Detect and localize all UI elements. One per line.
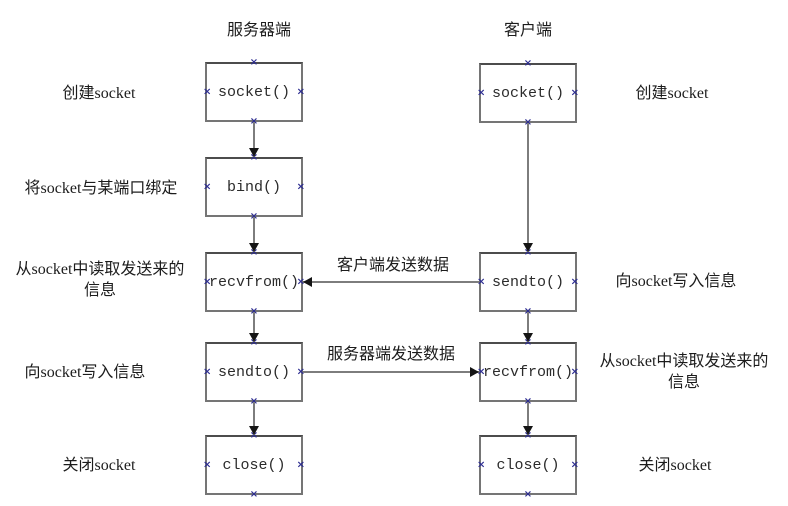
client-label-create-socket: 创建socket	[635, 85, 709, 102]
arrow-down-icon	[249, 122, 259, 157]
anchor-x-icon: ×	[249, 489, 259, 500]
arrow-right-server-sends-icon	[303, 367, 479, 377]
flow-box-label: recvfrom()	[482, 363, 573, 381]
flow-box-client-recvfrom: × × × × recvfrom()	[477, 338, 579, 407]
server-label-bind-port: 将socket与某端口绑定	[24, 180, 178, 197]
server-label-close-socket: 关闭socket	[62, 457, 136, 474]
flow-box-client-socket: × × × × socket()	[477, 59, 579, 128]
anchor-x-icon: ×	[203, 366, 212, 378]
flow-box-client-sendto: × × × × sendto()	[477, 248, 579, 317]
flow-box-server-close: × × × × close()	[203, 431, 305, 500]
anchor-x-icon: ×	[296, 459, 305, 471]
server-label-write-info: 向socket写入信息	[24, 364, 146, 381]
flow-box-client-close: × × × × close()	[477, 431, 579, 500]
flow-box-server-bind: × × × × bind()	[203, 153, 305, 222]
anchor-x-icon: ×	[570, 459, 579, 471]
anchor-x-icon: ×	[477, 87, 486, 99]
arrow-label-server-sends: 服务器端发送数据	[326, 346, 455, 363]
anchor-x-icon: ×	[249, 57, 259, 68]
server-label-create-socket: 创建socket	[62, 85, 136, 102]
flow-box-label: bind()	[226, 178, 281, 196]
arrow-down-icon	[249, 402, 259, 435]
anchor-x-icon: ×	[296, 181, 305, 193]
anchor-x-icon: ×	[296, 86, 305, 98]
server-column-title: 服务器端	[226, 22, 291, 39]
anchor-x-icon: ×	[203, 86, 212, 98]
anchor-x-icon: ×	[203, 459, 212, 471]
arrow-down-icon	[523, 123, 533, 252]
anchor-x-icon: ×	[523, 489, 533, 500]
flow-box-label: close()	[496, 456, 560, 474]
anchor-x-icon: ×	[477, 459, 486, 471]
anchor-x-icon: ×	[203, 181, 212, 193]
anchor-x-icon: ×	[570, 87, 579, 99]
anchor-x-icon: ×	[570, 276, 579, 288]
flow-box-label: socket()	[217, 83, 290, 101]
arrow-down-icon	[249, 312, 259, 342]
arrow-down-icon	[523, 402, 533, 435]
flow-box-server-sendto: × × × × sendto()	[203, 338, 305, 407]
flow-box-label: recvfrom()	[208, 273, 299, 291]
client-label-write-info: 向socket写入信息	[615, 273, 737, 290]
arrow-down-icon	[523, 312, 533, 342]
arrow-left-client-sends-icon	[303, 277, 479, 287]
server-label-read-info: 从socket中读取发送来的 信息	[15, 261, 185, 299]
flow-box-label: sendto()	[217, 363, 290, 381]
anchor-x-icon: ×	[523, 58, 533, 69]
client-column-title: 客户端	[503, 22, 552, 39]
flow-box-label: close()	[222, 456, 286, 474]
arrow-down-icon	[249, 217, 259, 252]
flow-box-label: sendto()	[491, 273, 564, 291]
flow-box-label: socket()	[491, 84, 564, 102]
flow-box-server-socket: × × × × socket()	[203, 58, 305, 127]
arrow-label-client-sends: 客户端发送数据	[336, 257, 449, 274]
flow-box-server-recvfrom: × × × × recvfrom()	[203, 248, 305, 317]
client-label-read-info: 从socket中读取发送来的 信息	[599, 353, 769, 391]
client-label-close-socket: 关闭socket	[638, 457, 712, 474]
